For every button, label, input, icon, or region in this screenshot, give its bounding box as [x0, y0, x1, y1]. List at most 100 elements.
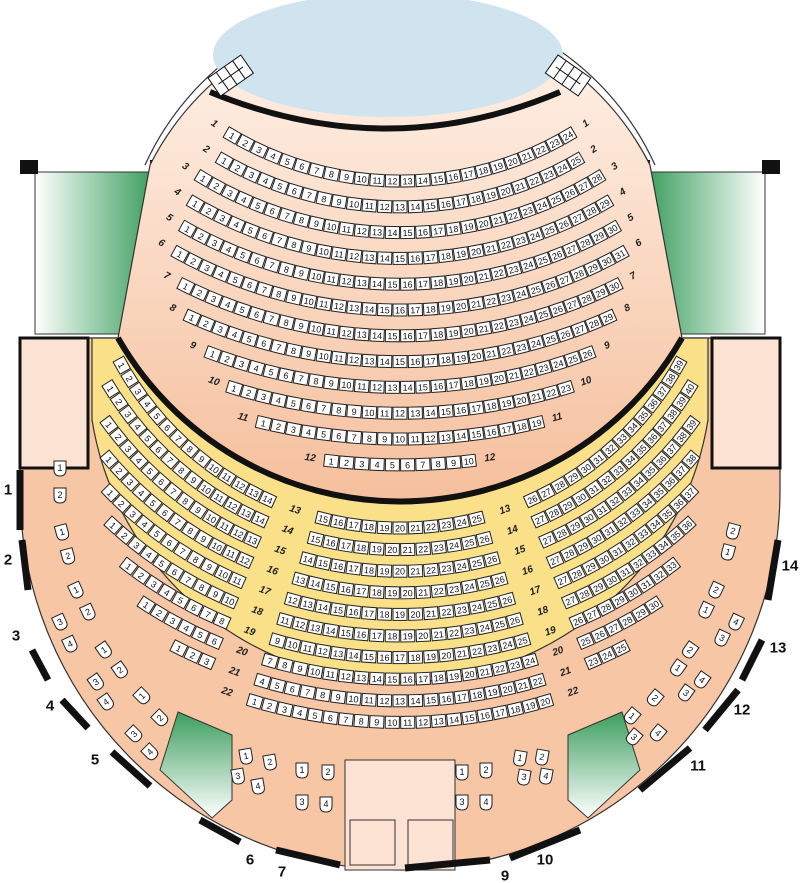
- seat[interactable]: 20: [415, 628, 432, 643]
- seat[interactable]: 5: [240, 330, 259, 348]
- seat[interactable]: 24: [525, 226, 545, 245]
- seat[interactable]: 17: [445, 377, 462, 392]
- seat[interactable]: 11: [338, 221, 355, 237]
- seat[interactable]: 1: [136, 595, 157, 615]
- seat[interactable]: 18: [368, 585, 385, 600]
- seat[interactable]: 11: [209, 488, 230, 508]
- seat[interactable]: 7: [260, 652, 280, 670]
- seat[interactable]: 12: [369, 380, 385, 394]
- seat[interactable]: 2: [218, 350, 237, 368]
- seat[interactable]: 30: [596, 251, 617, 271]
- seat[interactable]: 4: [269, 392, 288, 408]
- seat[interactable]: 21: [482, 345, 500, 362]
- seat[interactable]: 21: [505, 367, 523, 384]
- seat[interactable]: 8: [277, 260, 296, 278]
- seat[interactable]: 23: [556, 379, 575, 397]
- seat[interactable]: 19: [368, 541, 385, 556]
- seat[interactable]: 9: [445, 455, 462, 470]
- seat[interactable]: 24: [527, 334, 545, 352]
- seat[interactable]: 20: [503, 152, 522, 171]
- seat[interactable]: 17: [345, 517, 363, 533]
- seat[interactable]: 18: [407, 650, 424, 665]
- seat[interactable]: 1: [101, 378, 121, 399]
- seat[interactable]: 15: [392, 355, 408, 369]
- seat[interactable]: 16: [399, 277, 416, 291]
- seat[interactable]: 4: [137, 393, 158, 414]
- seat[interactable]: 9: [188, 500, 209, 520]
- seat[interactable]: 11: [369, 173, 386, 188]
- seat[interactable]: 17: [452, 193, 470, 210]
- seat[interactable]: 13: [437, 430, 454, 445]
- box-seat[interactable]: 2: [150, 708, 170, 728]
- seat[interactable]: 20: [467, 348, 485, 364]
- seat[interactable]: 27: [555, 270, 574, 289]
- seat[interactable]: 13: [430, 713, 447, 728]
- seat[interactable]: 15: [376, 302, 393, 317]
- seat[interactable]: 19: [400, 629, 416, 643]
- seat[interactable]: 23: [504, 314, 523, 331]
- seat[interactable]: 18: [422, 302, 439, 316]
- seat[interactable]: 15: [329, 602, 347, 618]
- seat[interactable]: 12: [330, 298, 348, 314]
- seat[interactable]: 22: [491, 660, 509, 677]
- seat[interactable]: 2: [109, 391, 129, 412]
- seat[interactable]: 10: [307, 268, 326, 284]
- seat[interactable]: 18: [482, 398, 500, 414]
- seat[interactable]: 4: [253, 672, 272, 690]
- seat[interactable]: 7: [337, 712, 355, 727]
- seat[interactable]: 4: [291, 704, 309, 721]
- seat[interactable]: 26: [498, 591, 517, 609]
- seat[interactable]: 25: [534, 305, 553, 323]
- seat[interactable]: 12: [376, 693, 393, 708]
- box-seat[interactable]: 4: [692, 670, 712, 690]
- seat[interactable]: 36: [642, 393, 663, 414]
- seat[interactable]: 28: [550, 475, 570, 495]
- seat[interactable]: 21: [430, 627, 447, 642]
- seat[interactable]: 33: [633, 523, 653, 544]
- seat[interactable]: 23: [460, 622, 478, 638]
- seat[interactable]: 19: [452, 350, 470, 366]
- seat[interactable]: 6: [285, 182, 304, 200]
- seat[interactable]: 5: [315, 426, 332, 442]
- seat[interactable]: 36: [676, 515, 697, 536]
- seat[interactable]: 9: [329, 689, 347, 705]
- seat[interactable]: 11: [322, 271, 340, 287]
- seat[interactable]: 24: [452, 514, 471, 530]
- seat[interactable]: 18: [506, 701, 525, 718]
- seat[interactable]: 6: [300, 398, 318, 414]
- seat[interactable]: 21: [513, 677, 532, 694]
- seat[interactable]: 27: [573, 176, 594, 196]
- seat[interactable]: 1: [103, 515, 124, 536]
- seat[interactable]: 16: [415, 224, 431, 239]
- seat[interactable]: 5: [190, 625, 210, 644]
- seat[interactable]: 23: [512, 339, 531, 356]
- seat[interactable]: 10: [392, 432, 408, 446]
- seat[interactable]: 9: [199, 557, 220, 577]
- seat[interactable]: 34: [628, 471, 649, 492]
- seat[interactable]: 6: [240, 276, 260, 294]
- seat[interactable]: 5: [147, 523, 167, 544]
- seat[interactable]: 34: [636, 493, 657, 513]
- box-seat[interactable]: 1: [53, 460, 67, 477]
- box-seat[interactable]: 2: [725, 522, 742, 541]
- seat[interactable]: 5: [143, 493, 164, 513]
- seat[interactable]: 12: [338, 273, 355, 289]
- seat[interactable]: 14: [306, 575, 325, 592]
- seat[interactable]: 1: [177, 219, 198, 239]
- seat[interactable]: 31: [583, 479, 604, 499]
- seat[interactable]: 4: [128, 416, 148, 437]
- seat[interactable]: 15: [337, 625, 355, 640]
- seat[interactable]: 22: [438, 604, 455, 620]
- seat[interactable]: 30: [586, 529, 607, 549]
- seat[interactable]: 6: [155, 502, 176, 523]
- seat[interactable]: 12: [353, 223, 370, 238]
- box-seat[interactable]: 2: [59, 547, 76, 566]
- seat[interactable]: 20: [536, 693, 555, 710]
- seat[interactable]: 11: [299, 640, 317, 656]
- seat[interactable]: 29: [563, 467, 583, 487]
- seat[interactable]: 26: [475, 530, 494, 548]
- seat[interactable]: 4: [131, 482, 152, 503]
- seat[interactable]: 3: [210, 320, 230, 338]
- seat[interactable]: 5: [268, 677, 287, 694]
- seat[interactable]: 24: [552, 158, 572, 178]
